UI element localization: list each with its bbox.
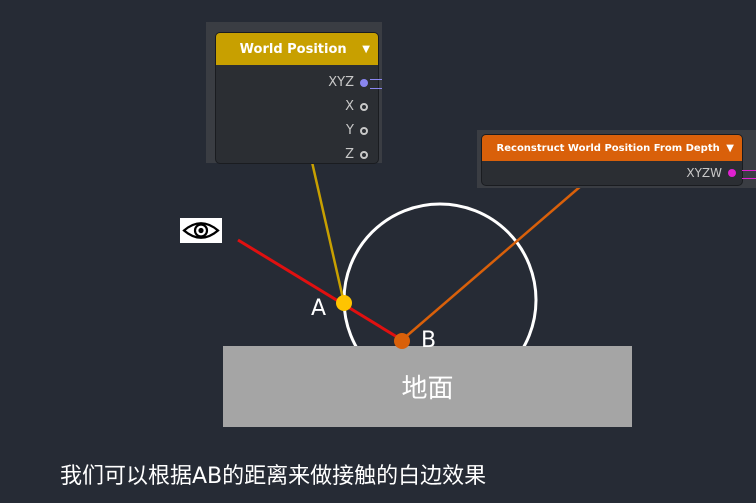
port-label: XYZW [686,166,722,180]
port-connector-icon[interactable] [360,150,368,159]
xyzw-wire-stub [742,170,756,179]
port-row-y[interactable]: Y [346,123,368,138]
port-label: XYZ [328,75,354,90]
port-label: Y [346,123,354,138]
port-connector-icon[interactable] [360,126,368,135]
port-label: X [345,99,354,114]
port-row-xyzw[interactable]: XYZW [686,166,736,180]
depth-node-title: Reconstruct World Position From Depth [496,142,720,154]
eye-icon [180,218,222,243]
port-row-x[interactable]: X [345,99,368,114]
depth-position-arrow [401,169,600,341]
port-label: Z [345,147,354,162]
port-row-xyz[interactable]: XYZ [328,75,368,90]
point-a-label: A [311,296,327,321]
chevron-down-icon[interactable]: ▼ [726,142,734,154]
world-position-node[interactable]: World Position ▼ XYZ X Y Z [216,33,378,163]
port-connector-icon[interactable] [360,78,368,87]
view-ray [237,238,403,342]
port-row-z[interactable]: Z [345,147,368,162]
chevron-down-icon[interactable]: ▼ [362,43,370,55]
caption-text: 我们可以根据AB的距离来做接触的白边效果 [60,464,487,489]
port-connector-icon[interactable] [360,102,368,111]
xyz-wire-stub [370,79,382,89]
port-connector-icon[interactable] [728,169,736,177]
depth-node-header[interactable]: Reconstruct World Position From Depth ▼ [482,135,742,161]
world-node-header[interactable]: World Position ▼ [216,33,378,65]
ground-label: 地面 [401,374,454,404]
ground-plane: 地面 [223,346,632,427]
world-position-arrow [303,135,346,304]
world-node-title: World Position [239,41,347,57]
reconstruct-depth-node[interactable]: Reconstruct World Position From Depth ▼ … [482,135,742,185]
point-b-label: B [421,328,437,353]
